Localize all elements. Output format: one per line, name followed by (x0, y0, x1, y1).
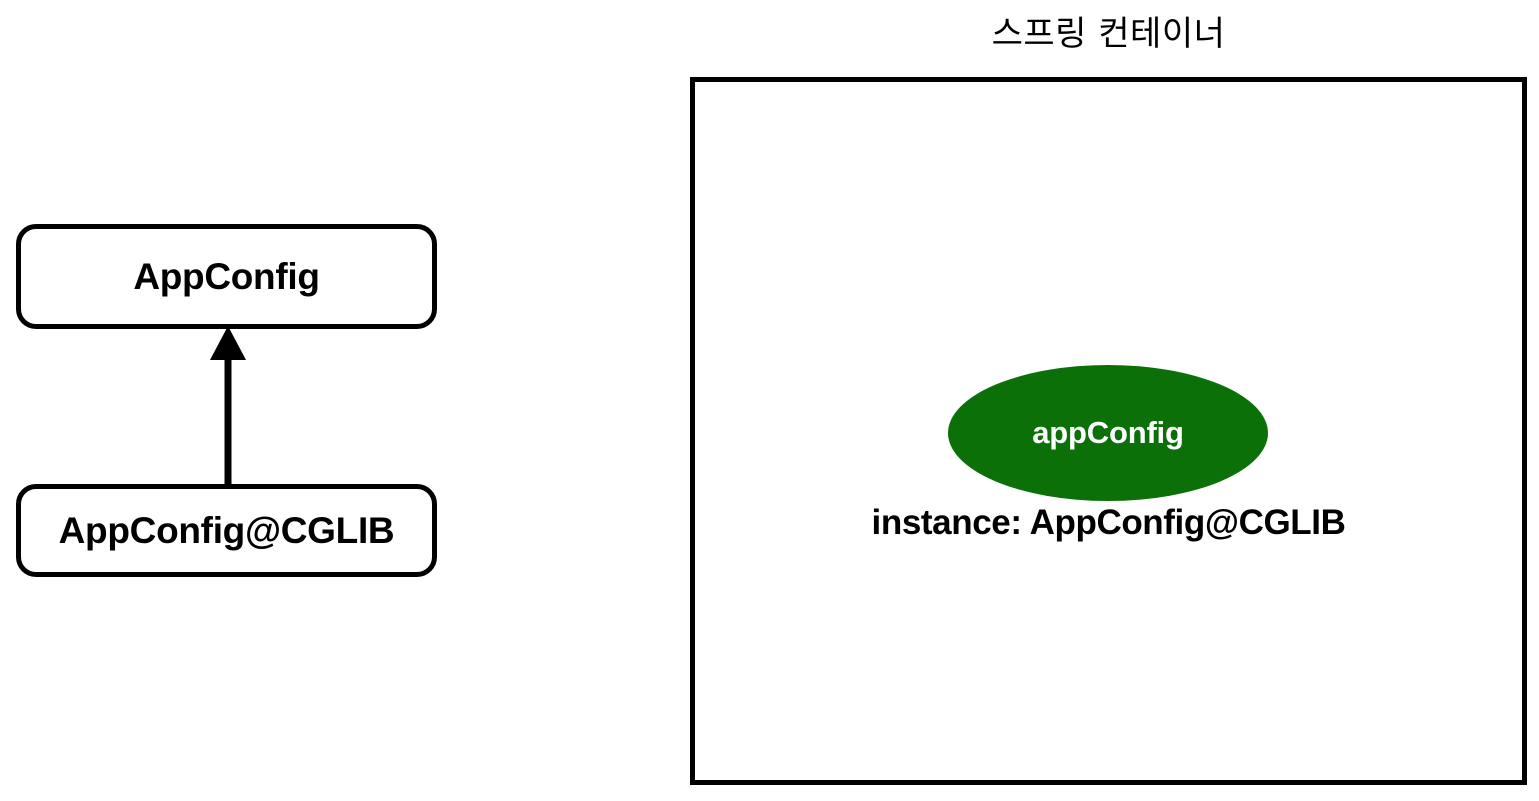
class-diagram: AppConfig AppConfig@CGLIB (0, 0, 470, 801)
class-box-appconfig-label: AppConfig (133, 255, 320, 297)
class-box-appconfig-cglib: AppConfig@CGLIB (16, 484, 437, 577)
inheritance-arrow-icon (210, 326, 246, 488)
spring-container-title: 스프링 컨테이너 (991, 14, 1226, 54)
bean-instance-label: instance: AppConfig@CGLIB (871, 503, 1346, 542)
class-box-appconfig-cglib-label: AppConfig@CGLIB (58, 509, 395, 551)
bean-node-appconfig-label: appConfig (1032, 415, 1184, 450)
bean-node-appconfig: appConfig (948, 365, 1268, 501)
class-box-appconfig: AppConfig (16, 224, 437, 329)
